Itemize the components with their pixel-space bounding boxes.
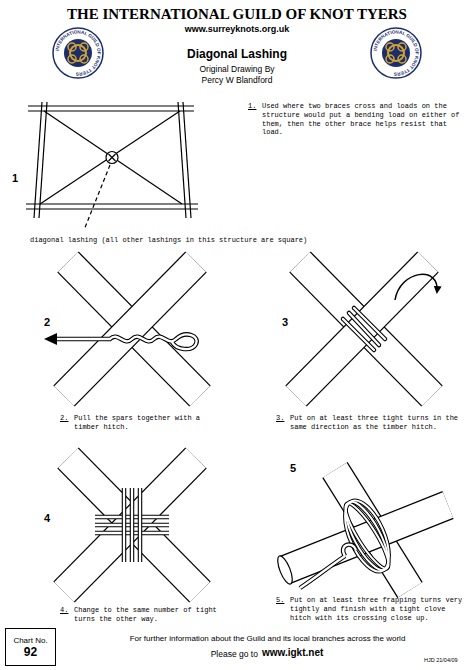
frapping-figure [336, 494, 398, 577]
chart-number-box: Chart No.92 [5, 628, 56, 666]
revision-note: HJD 21/04/09 [424, 657, 458, 664]
author: Percy W Blandford [137, 75, 337, 86]
turns-figure [395, 274, 437, 300]
turns-figure [296, 262, 428, 396]
guild-logo [80, 43, 88, 51]
frapping-figure [336, 494, 398, 577]
cross-turns-figure [123, 488, 125, 562]
guild-logo [64, 39, 92, 67]
guild-logo [68, 55, 76, 63]
guild-logo [388, 45, 404, 61]
structure-figure [84, 165, 110, 230]
timber-hitch-figure [64, 262, 196, 396]
step-number: 1. [248, 102, 256, 111]
step-number: 4. [60, 606, 68, 615]
timber-hitch-figure [56, 335, 197, 350]
step-text: Used where two braces cross and loads on… [262, 102, 467, 137]
guild-logo [68, 43, 76, 51]
logo-text: INTERNATIONAL GUILD OF KNOT TYERS [373, 29, 420, 76]
structure-figure [40, 111, 180, 204]
guild-logo [53, 28, 103, 78]
frapping-figure [336, 494, 398, 577]
structure-figure [26, 203, 198, 204]
timber-hitch-figure [44, 262, 200, 396]
step-number: 5. [276, 596, 284, 605]
guild-logo [70, 45, 86, 61]
logo-text: INTERNATIONAL GUILD OF KNOT TYERS [373, 29, 420, 76]
guild-logo [398, 43, 406, 51]
timber-hitch-figure [44, 333, 57, 345]
footer-link: www.igkt.net [262, 647, 323, 660]
cross-turns-figure [139, 488, 141, 562]
chart-title: Diagonal Lashing [137, 47, 337, 62]
frapping-figure [336, 494, 398, 577]
frapping-figure [300, 545, 356, 588]
footer-text: For further information about the Guild … [70, 634, 465, 644]
guild-logo [80, 55, 88, 63]
cross-turns-figure [131, 488, 133, 562]
figure-number: 2 [44, 316, 50, 330]
step-text: Pull the spars together with a timber hi… [74, 414, 224, 432]
cross-turns-figure [122, 488, 127, 562]
cross-turns-figure [130, 488, 135, 562]
guild-logo [53, 28, 103, 78]
frapping-figure [275, 554, 295, 586]
step-text: Put on at least three tight turns in the… [290, 414, 460, 432]
turns-figure [343, 308, 385, 350]
structure-figure [106, 152, 118, 164]
chart-label: Chart No. [13, 636, 47, 645]
frapping-figure [275, 470, 448, 590]
frapping-figure [300, 545, 356, 588]
turns-figure [296, 262, 437, 396]
figure-number: 4 [44, 512, 50, 526]
figure-number: 3 [282, 316, 288, 330]
cross-turns-figure [64, 458, 200, 592]
figure-number: 5 [290, 462, 296, 476]
guild-logo [371, 28, 421, 78]
caption: diagonal lashing (all other lashings in … [30, 236, 330, 245]
figure-number: 1 [12, 172, 18, 186]
timber-hitch-figure [64, 262, 196, 396]
cross-turns-figure [124, 488, 140, 562]
turns-figure [343, 308, 385, 350]
turns-figure [343, 319, 374, 350]
footer-text: Please go to [211, 649, 258, 660]
structure-figure [109, 154, 116, 161]
step-text: Change to the same number of tight turns… [74, 606, 224, 624]
step-number: 2. [60, 414, 68, 423]
guild-logo [371, 28, 421, 78]
cross-turns-figure [124, 488, 140, 562]
logo-text: INTERNATIONAL GUILD OF KNOT TYERS [55, 29, 102, 76]
structure-figure [28, 105, 194, 106]
structure-figure [28, 110, 194, 111]
cross-turns-figure [64, 458, 196, 592]
website: www.surreyknots.org.uk [137, 24, 337, 35]
guild-logo [382, 39, 410, 67]
step-number: 3. [276, 414, 284, 423]
credit: Original Drawing By [137, 64, 337, 75]
page-title: THE INTERNATIONAL GUILD OF KNOT TYERS [0, 6, 474, 23]
step-text: Put on at least three frapping turns ver… [290, 596, 466, 622]
guild-logo [398, 55, 406, 63]
guild-logo [386, 55, 394, 63]
turns-figure [296, 262, 428, 396]
structure-figure [26, 208, 198, 209]
structure-figure [183, 102, 191, 218]
guild-logo [386, 43, 394, 51]
cross-turns-figure [64, 458, 196, 592]
chart-number: 92 [24, 645, 37, 659]
logo-text: INTERNATIONAL GUILD OF KNOT TYERS [55, 29, 102, 76]
cross-turns-figure [138, 488, 143, 562]
structure-figure [44, 111, 182, 204]
frapping-figure [339, 499, 395, 573]
structure-figure [26, 102, 198, 230]
timber-hitch-figure [56, 335, 197, 350]
